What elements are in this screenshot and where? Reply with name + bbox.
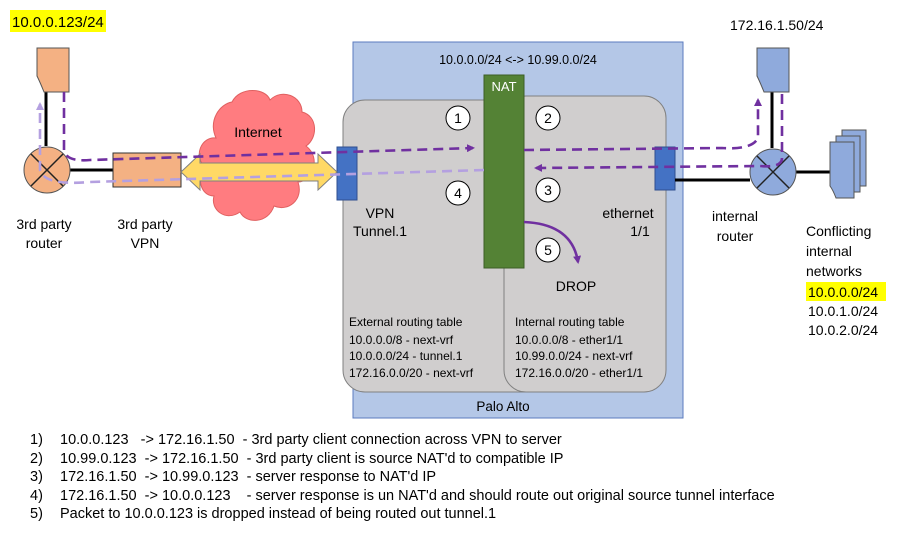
step-1-label: 1 bbox=[454, 110, 462, 126]
note-number: 4) bbox=[30, 487, 43, 504]
flow-step-2 bbox=[523, 98, 762, 152]
tunnel-double-arrow bbox=[180, 152, 338, 192]
third-party-router-label-1: 3rd party bbox=[16, 216, 71, 232]
nat-mapping-label: 10.0.0.0/24 <-> 10.99.0.0/24 bbox=[439, 53, 597, 67]
internal-routing-row-3: 172.16.0.0/20 - ether1/1 bbox=[515, 366, 643, 380]
flow-step-1 bbox=[62, 92, 475, 162]
note-text: 10.0.0.123 -> 172.16.1.50 - 3rd party cl… bbox=[60, 432, 562, 448]
note-number: 1) bbox=[30, 432, 43, 448]
flow-step-4 bbox=[36, 102, 485, 185]
third-party-vpn-label-1: 3rd party bbox=[117, 216, 172, 232]
vpn-tunnel-label-1: VPN bbox=[366, 205, 395, 221]
flow-step-5 bbox=[523, 220, 582, 264]
note-item: 4) 172.16.1.50 -> 10.0.0.123 - server res… bbox=[30, 487, 890, 506]
conflicting-networks-icon bbox=[829, 129, 867, 199]
note-number: 2) bbox=[30, 450, 43, 467]
conflicting-highlight bbox=[806, 282, 886, 301]
internal-routing-row-2: 10.99.0.0/24 - next-vrf bbox=[515, 349, 633, 363]
step-3-label: 3 bbox=[544, 182, 552, 198]
step-3-circle bbox=[535, 177, 561, 203]
internal-routing-title: Internal routing table bbox=[515, 315, 625, 329]
step-4-label: 4 bbox=[454, 185, 462, 201]
conflicting-title-2: internal bbox=[806, 243, 852, 259]
palo-alto-label: Palo Alto bbox=[476, 399, 529, 414]
note-number: 3) bbox=[30, 469, 43, 486]
step-2-label: 2 bbox=[544, 110, 552, 126]
conflicting-title-1: Conflicting bbox=[806, 223, 871, 239]
conflicting-network-1: 10.0.0.0/24 bbox=[808, 284, 878, 300]
ethernet-label-2: 1/1 bbox=[630, 223, 650, 239]
note-item: 2) 10.99.0.123 -> 172.16.1.50 - 3rd party… bbox=[30, 450, 890, 469]
note-item: 1) 10.0.0.123 -> 172.16.1.50 - 3rd party … bbox=[30, 431, 890, 450]
internet-label: Internet bbox=[234, 124, 282, 140]
internal-router-label-1: internal bbox=[712, 208, 758, 224]
nat-label: NAT bbox=[491, 79, 516, 94]
flow-step-3 bbox=[534, 94, 784, 172]
note-text: 10.99.0.123 -> 172.16.1.50 - 3rd party c… bbox=[60, 450, 564, 467]
ethernet-label-1: ethernet bbox=[602, 205, 653, 221]
flow-notes-list: 1) 10.0.0.123 -> 172.16.1.50 - 3rd party … bbox=[30, 431, 890, 524]
internal-zone bbox=[503, 95, 667, 393]
step-1-circle bbox=[445, 105, 471, 131]
note-item: 3) 172.16.1.50 -> 10.99.0.123 - server re… bbox=[30, 468, 890, 487]
internal-router bbox=[749, 148, 797, 196]
third-party-router bbox=[23, 146, 71, 194]
third-party-router-label-2: router bbox=[26, 235, 63, 251]
step-5-circle bbox=[535, 237, 561, 263]
step-4-circle bbox=[445, 180, 471, 206]
ethernet-interface bbox=[654, 146, 676, 191]
internal-router-label-2: router bbox=[717, 228, 754, 244]
external-subnet-highlight bbox=[10, 10, 106, 32]
client-device bbox=[36, 47, 70, 93]
internal-server-subnet-label: 172.16.1.50/24 bbox=[730, 17, 824, 33]
external-subnet-label: 10.0.0.123/24 bbox=[12, 14, 104, 31]
conflicting-title-3: networks bbox=[806, 263, 862, 279]
external-routing-row-1: 10.0.0.0/8 - next-vrf bbox=[349, 333, 454, 347]
internal-routing-row-1: 10.0.0.0/8 - ether1/1 bbox=[515, 333, 623, 347]
nat-block bbox=[483, 74, 525, 269]
external-routing-row-2: 10.0.0.0/24 - tunnel.1 bbox=[349, 349, 463, 363]
third-party-vpn-label-2: VPN bbox=[131, 235, 160, 251]
drop-label: DROP bbox=[556, 278, 596, 294]
note-text: Packet to 10.0.0.123 is dropped instead … bbox=[60, 506, 497, 523]
note-item: 5) Packet to 10.0.0.123 is dropped instea… bbox=[30, 505, 890, 524]
step-5-label: 5 bbox=[544, 242, 552, 258]
internal-server-device bbox=[756, 47, 790, 93]
external-routing-row-3: 172.16.0.0/20 - next-vrf bbox=[349, 366, 474, 380]
note-text: 172.16.1.50 -> 10.0.0.123 - server respo… bbox=[60, 487, 775, 504]
conflicting-network-3: 10.0.2.0/24 bbox=[808, 322, 878, 338]
conflicting-network-2: 10.0.1.0/24 bbox=[808, 303, 878, 319]
step-2-circle bbox=[535, 105, 561, 131]
external-routing-title: External routing table bbox=[349, 315, 463, 329]
note-number: 5) bbox=[30, 506, 43, 523]
note-text: 172.16.1.50 -> 10.99.0.123 - server resp… bbox=[60, 469, 437, 486]
vpn-tunnel-label-2: Tunnel.1 bbox=[353, 223, 407, 239]
